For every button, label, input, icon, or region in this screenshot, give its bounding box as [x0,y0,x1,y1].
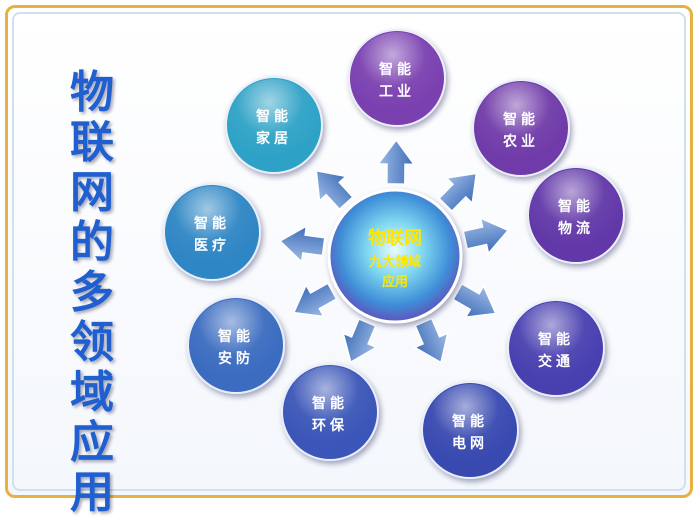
connector-arrow [278,224,326,264]
node-label-line1: 智能 [255,108,292,125]
title-char: 的 [70,217,114,268]
node-gloss [424,384,516,476]
center-circle [327,188,463,324]
node-label-line2: 家居 [256,130,292,147]
node-gloss [190,299,282,391]
node-label-line1: 智能 [193,215,230,232]
node-label-line1: 智能 [557,198,594,215]
connector-arrow [413,317,449,364]
node-label-line1: 智能 [311,395,348,412]
title-char: 领 [70,317,114,368]
title-char: 应 [70,417,114,468]
center-label-line3: 应用 [382,274,408,290]
node-gloss [530,169,622,261]
title-char: 联 [70,117,114,168]
node-label-line2: 医疗 [194,237,230,254]
node-gloss [351,32,443,124]
node-label-line2: 交通 [538,353,574,370]
title-char: 物 [70,67,114,118]
node-gloss [475,82,567,174]
connector-arrow [462,216,510,255]
node-gloss [284,366,376,458]
connector-arrow [342,318,379,364]
node-gloss [228,79,320,171]
node-label-line1: 智能 [451,413,488,430]
node-label-line1: 智能 [502,111,539,128]
node-gloss [166,186,258,278]
node-label-line1: 智能 [378,61,415,78]
node-label-line1: 智能 [537,331,574,348]
title-char: 网 [70,167,114,218]
connector-arrow [452,282,497,319]
node-gloss [510,302,602,394]
title-char: 多 [70,267,114,318]
node-label-line2: 物流 [558,220,594,237]
center-label-line1: 物联网 [368,227,422,249]
connector-arrow [292,282,338,318]
title-char: 域 [70,367,114,418]
center-label-line2: 九大领域 [368,254,421,270]
node-label-line2: 电网 [452,435,488,452]
node-label-line2: 工业 [379,84,415,100]
node-label-line2: 环保 [312,417,348,434]
connector-arrow [315,169,354,211]
connector-arrow [438,172,478,213]
node-label-line2: 安防 [218,350,254,367]
inner-frame [12,12,686,491]
node-label-line2: 农业 [502,133,539,150]
connector-arrow [376,138,416,185]
node-label-line1: 智能 [217,328,254,345]
